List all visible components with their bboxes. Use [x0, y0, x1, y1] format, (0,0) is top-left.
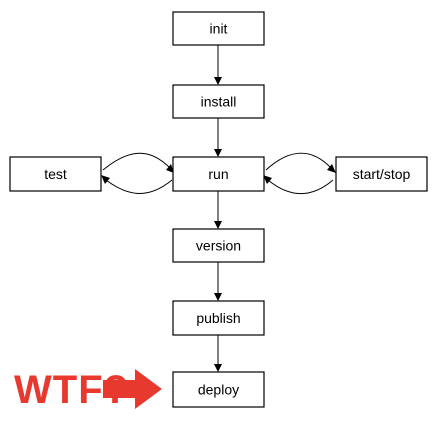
- red-arrow-icon: [103, 369, 162, 409]
- node-deploy-label: deploy: [198, 382, 239, 398]
- node-install-label: install: [201, 94, 237, 110]
- edge-install-run: [214, 118, 222, 157]
- node-deploy: deploy: [172, 371, 265, 408]
- node-start-stop: start/stop: [335, 156, 428, 192]
- node-run-label: run: [208, 166, 228, 182]
- edge-publish-deploy: [214, 335, 222, 372]
- node-publish: publish: [172, 300, 265, 336]
- node-version-label: version: [196, 238, 241, 254]
- node-test: test: [9, 156, 102, 192]
- node-publish-label: publish: [196, 310, 240, 326]
- wtf-callout: WTF?: [14, 368, 162, 412]
- edge-run-test: [101, 152, 174, 194]
- edge-version-publish: [214, 262, 222, 301]
- edge-init-install: [214, 45, 222, 85]
- node-test-label: test: [44, 166, 67, 182]
- edge-run-start-stop: [263, 152, 336, 194]
- node-init-label: init: [210, 21, 228, 37]
- node-version: version: [172, 228, 265, 263]
- node-init: init: [172, 11, 265, 46]
- node-install: install: [172, 84, 265, 119]
- node-start-stop-label: start/stop: [353, 166, 411, 182]
- node-run: run: [172, 156, 265, 192]
- edge-run-version: [214, 191, 222, 229]
